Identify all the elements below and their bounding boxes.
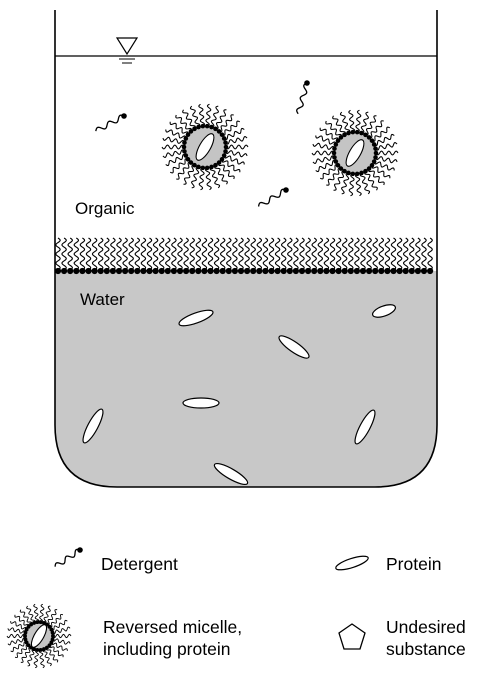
interface-detergent-head: [348, 268, 354, 274]
interface-detergent-head: [256, 268, 262, 274]
detergent-icon: [259, 187, 289, 206]
legend-detergent-label: Detergent: [101, 554, 178, 574]
interface-detergent-head: [201, 268, 207, 274]
interface-detergent-head: [159, 268, 165, 274]
detergent-icon: [96, 113, 127, 131]
interface-detergent-head: [110, 268, 116, 274]
interface-detergent-head: [262, 268, 268, 274]
legend-micelle-label-line2: including protein: [103, 639, 230, 659]
interface-detergent-head: [67, 268, 73, 274]
interface-detergent-head: [342, 268, 348, 274]
interface-detergent-head: [189, 268, 195, 274]
interface-detergent-head: [238, 268, 244, 274]
interface-detergent-head: [73, 268, 79, 274]
legend-protein-label: Protein: [386, 554, 441, 574]
interface-detergent-head: [311, 268, 317, 274]
interface-detergent-head: [305, 268, 311, 274]
interface-detergent-head: [299, 268, 305, 274]
interface-detergent-head: [232, 268, 238, 274]
interface-detergent-head: [214, 268, 220, 274]
interface-detergent-head: [360, 268, 366, 274]
detergent-icon: [297, 80, 310, 114]
interface-detergent-head: [220, 268, 226, 274]
interface-detergent-head: [195, 268, 201, 274]
interface-detergent-head: [372, 268, 378, 274]
interface-detergent-head: [384, 268, 390, 274]
interface-detergent-head: [421, 268, 427, 274]
interface-detergent-head: [397, 268, 403, 274]
interface-detergent-head: [244, 268, 250, 274]
interface-detergent-head: [61, 268, 67, 274]
interface-detergent-head: [317, 268, 323, 274]
interface-detergent-layer: [55, 238, 433, 274]
interface-detergent-head: [55, 268, 61, 274]
interface-detergent-head: [293, 268, 299, 274]
interface-detergent-head: [183, 268, 189, 274]
interface-detergent-head: [116, 268, 122, 274]
interface-detergent-head: [207, 268, 213, 274]
interface-detergent-head: [403, 268, 409, 274]
legend-undesired-label-line2: substance: [386, 639, 466, 659]
interface-detergent-head: [134, 268, 140, 274]
water-phase-label: Water: [80, 290, 125, 310]
organic-phase-label: Organic: [75, 199, 135, 219]
interface-detergent-head: [275, 268, 281, 274]
interface-detergent-head: [287, 268, 293, 274]
interface-detergent-head: [104, 268, 110, 274]
interface-detergent-head: [128, 268, 134, 274]
interface-detergent-head: [354, 268, 360, 274]
interface-detergent-head: [268, 268, 274, 274]
interface-detergent-head: [146, 268, 152, 274]
reversed-micelle-icon: [312, 110, 398, 196]
interface-detergent-head: [177, 268, 183, 274]
interface-detergent-head: [336, 268, 342, 274]
reversed-micelles: [162, 104, 398, 196]
water-level-triangle-icon: [117, 38, 137, 63]
protein-icon: [334, 553, 369, 572]
interface-detergent-head: [92, 268, 98, 274]
reversed-micelle-icon: [7, 604, 71, 668]
interface-detergent-head: [415, 268, 421, 274]
legend-undesired-label-line1: Undesired: [386, 617, 466, 637]
interface-detergent-head: [250, 268, 256, 274]
protein-icon: [183, 398, 219, 408]
interface-detergent-head: [427, 268, 433, 274]
interface-detergent-head: [98, 268, 104, 274]
interface-detergent-head: [165, 268, 171, 274]
interface-detergent-head: [323, 268, 329, 274]
interface-detergent-head: [378, 268, 384, 274]
interface-detergent-head: [79, 268, 85, 274]
interface-detergent-head: [122, 268, 128, 274]
pentagon-icon: [339, 624, 365, 649]
detergent-icon: [55, 547, 83, 567]
interface-detergent-head: [390, 268, 396, 274]
reversed-micelle-icon: [162, 104, 248, 190]
interface-detergent-head: [329, 268, 335, 274]
interface-detergent-head: [85, 268, 91, 274]
interface-detergent-head: [171, 268, 177, 274]
legend-micelle-label-line1: Reversed micelle,: [103, 617, 242, 637]
interface-detergent-head: [409, 268, 415, 274]
interface-detergent-head: [226, 268, 232, 274]
interface-detergent-head: [153, 268, 159, 274]
interface-detergent-head: [366, 268, 372, 274]
interface-detergent-head: [281, 268, 287, 274]
interface-detergent-head: [140, 268, 146, 274]
